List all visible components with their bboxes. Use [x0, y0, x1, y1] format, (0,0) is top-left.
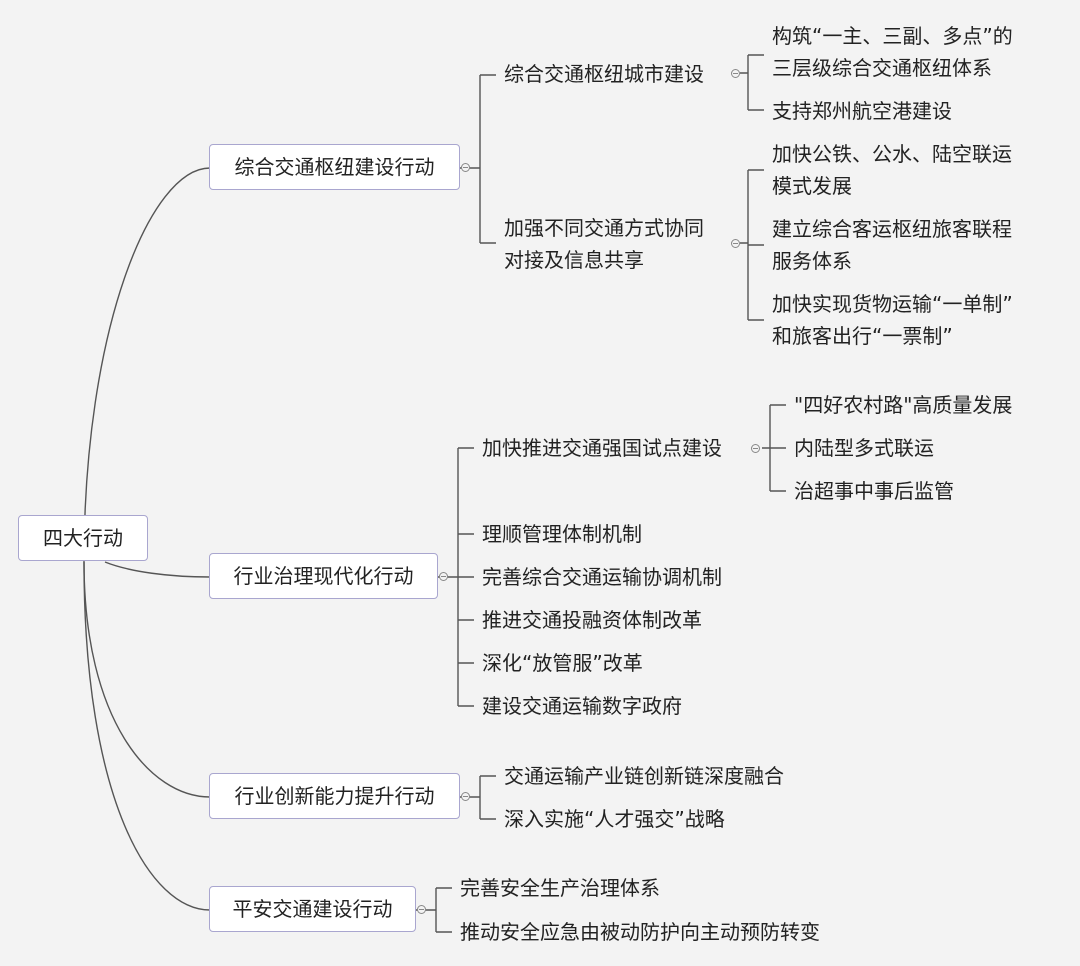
subtopic-label-line: 对接及信息共享 — [504, 248, 644, 272]
branch-node-3[interactable]: 行业创新能力提升行动 — [209, 773, 460, 819]
b3-bracket — [460, 775, 496, 820]
leaf-text: 加快实现货物运输“一单制” — [772, 292, 1013, 316]
subtopic-label: 深化“放管服”改革 — [482, 651, 643, 675]
collapse-icon[interactable] — [439, 572, 448, 581]
subtopic-label: 综合交通枢纽城市建设 — [504, 62, 704, 86]
subtopic-label: 推动安全应急由被动防护向主动预防转变 — [460, 920, 820, 944]
collapse-icon[interactable] — [461, 792, 470, 801]
b4-bracket — [416, 887, 452, 933]
subtopic-label: 完善综合交通运输协调机制 — [482, 565, 722, 589]
leaf-text: 服务体系 — [772, 249, 852, 273]
b2-bracket — [438, 447, 474, 707]
leaf-text: "四好农村路"高质量发展 — [794, 393, 1013, 417]
leaf-text: 和旅客出行“一票制” — [772, 324, 953, 348]
branch-label: 行业创新能力提升行动 — [234, 784, 435, 808]
branch-label: 综合交通枢纽建设行动 — [234, 155, 435, 179]
collapse-icon[interactable] — [751, 444, 760, 453]
subtopic-label: 建设交通运输数字政府 — [482, 694, 682, 718]
b1c1-bracket — [740, 54, 764, 111]
leaf-text: 内陆型多式联运 — [794, 436, 934, 460]
root-label: 四大行动 — [43, 526, 123, 550]
collapse-icon[interactable] — [731, 239, 740, 248]
subtopic-label-line: 加强不同交通方式协同 — [504, 216, 704, 240]
branch-node-4[interactable]: 平安交通建设行动 — [209, 886, 416, 932]
root-node[interactable]: 四大行动 — [18, 515, 148, 561]
leaf-text: 三层级综合交通枢纽体系 — [772, 56, 992, 80]
branch-node-2[interactable]: 行业治理现代化行动 — [209, 553, 438, 599]
b2c1-bracket — [762, 404, 786, 492]
branch-label: 行业治理现代化行动 — [233, 564, 414, 588]
leaf-text: 构筑“一主、三副、多点”的 — [772, 24, 1013, 48]
subtopic-label: 加快推进交通强国试点建设 — [482, 436, 722, 460]
subtopic-label: 理顺管理体制机制 — [482, 522, 642, 546]
leaf-text: 建立综合客运枢纽旅客联程 — [772, 217, 1012, 241]
b1c2-bracket — [740, 169, 764, 321]
subtopic-label: 推进交通投融资体制改革 — [482, 608, 702, 632]
collapse-icon[interactable] — [461, 163, 470, 172]
leaf-text: 模式发展 — [772, 174, 852, 198]
leaf-text: 治超事中事后监管 — [794, 479, 954, 503]
branch-label: 平安交通建设行动 — [232, 897, 393, 921]
root-link-2 — [104, 561, 211, 578]
branch-node-1[interactable]: 综合交通枢纽建设行动 — [209, 144, 460, 190]
subtopic-label: 深入实施“人才强交”战略 — [504, 807, 725, 831]
root-link-1 — [83, 167, 211, 563]
root-link-4 — [83, 561, 211, 911]
collapse-icon[interactable] — [731, 69, 740, 78]
collapse-icon[interactable] — [417, 905, 426, 914]
subtopic-label: 交通运输产业链创新链深度融合 — [504, 764, 784, 788]
leaf-text: 支持郑州航空港建设 — [772, 99, 952, 123]
subtopic-label: 完善安全生产治理体系 — [460, 876, 660, 900]
leaf-text: 加快公铁、公水、陆空联运 — [772, 142, 1012, 166]
root-link-3 — [83, 561, 211, 798]
b1-bracket — [460, 74, 496, 244]
